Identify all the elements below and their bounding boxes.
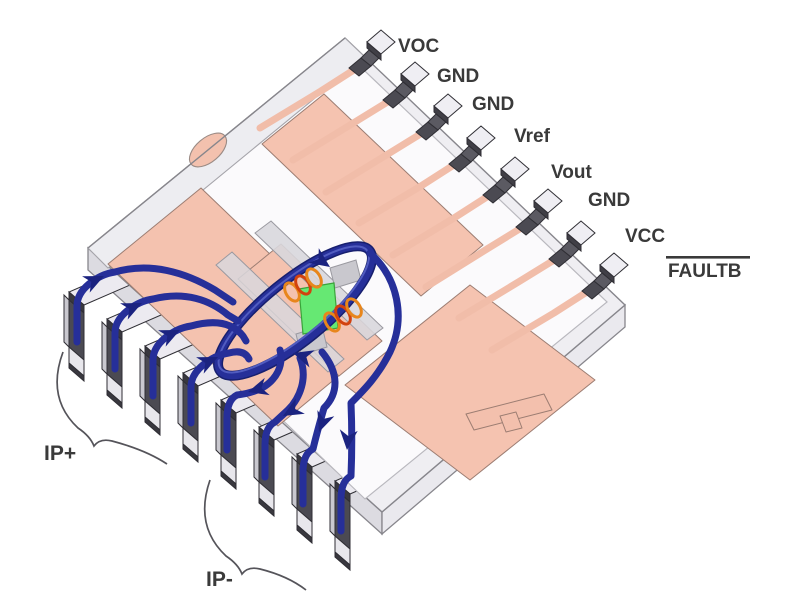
trace-gnd2 bbox=[322, 126, 431, 196]
signal-pin-labels: VOC GND GND Vref Vout GND VCC FAULTB bbox=[398, 36, 750, 282]
ip-plus-brace bbox=[56, 351, 168, 465]
copper-signal-traces bbox=[256, 62, 597, 354]
current-exits bbox=[223, 249, 402, 535]
die-strip-upper bbox=[254, 220, 384, 341]
signal-pin-label-voc: VOC bbox=[398, 36, 439, 57]
trace-vref bbox=[355, 157, 464, 227]
copper-tie-bar bbox=[465, 393, 553, 431]
signal-pin-label-gnd2: GND bbox=[472, 94, 514, 115]
current-flow bbox=[73, 241, 402, 535]
trace-faultb bbox=[488, 284, 597, 354]
copper-tie-bar-stem bbox=[499, 411, 523, 433]
trace-voc bbox=[256, 62, 364, 132]
package-edge-line bbox=[87, 37, 346, 249]
ip-minus-label: IP- bbox=[206, 568, 233, 591]
trace-vout bbox=[389, 189, 497, 259]
current-loop-highlight bbox=[217, 245, 370, 374]
signal-pin-label-gnd3: GND bbox=[588, 190, 630, 211]
current-feeder-3 bbox=[149, 319, 250, 400]
faultb-overline bbox=[666, 256, 750, 259]
current-exit-1 bbox=[223, 346, 285, 454]
current-exit-3 bbox=[299, 348, 339, 508]
current-pin-labels: IP+ IP- bbox=[44, 351, 307, 591]
ip-plus-label: IP+ bbox=[44, 442, 76, 465]
current-exit-4 bbox=[337, 249, 402, 535]
signal-pin-label-vref: Vref bbox=[514, 126, 551, 147]
ip-minus-brace bbox=[203, 479, 307, 591]
trace-gnd3 bbox=[422, 221, 530, 291]
signal-pin-label-vout: Vout bbox=[551, 162, 592, 183]
current-feeder-2 bbox=[111, 292, 242, 373]
current-feeder-1 bbox=[73, 264, 237, 346]
current-exit-2 bbox=[261, 354, 307, 481]
signal-pin-label-vcc: VCC bbox=[625, 226, 665, 247]
signal-pin-label-gnd1: GND bbox=[437, 66, 479, 87]
trace-gnd1 bbox=[289, 94, 398, 164]
signal-pin-label-faultb: FAULTB bbox=[668, 261, 742, 282]
trace-vcc bbox=[455, 253, 563, 322]
